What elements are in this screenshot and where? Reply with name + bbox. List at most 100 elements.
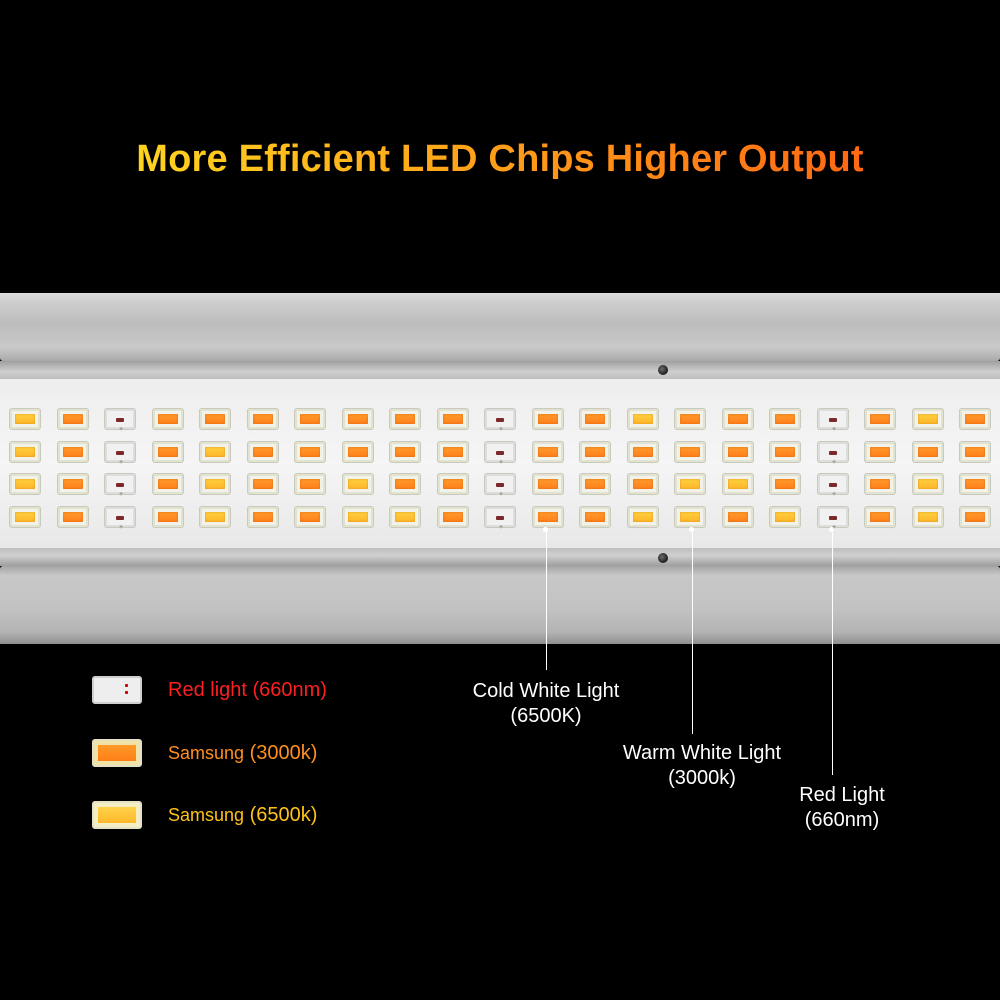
samsung-3000k-chip: [58, 507, 88, 527]
red-660nm-chip: [105, 474, 135, 498]
samsung-3000k-chip: [580, 474, 610, 494]
legend-3000k-brand: Samsung: [168, 743, 245, 763]
callout-cold-white: Cold White Light (6500K): [446, 679, 646, 729]
samsung-3000k-chip: [960, 507, 990, 527]
samsung-3000k-chip: [865, 442, 895, 462]
samsung-3000k-chip: [58, 474, 88, 494]
samsung-3000k-chip: [580, 507, 610, 527]
light-bar-top-housing: [0, 293, 1000, 361]
callout-cold-title: Cold White Light: [472, 680, 620, 702]
legend-6500k-spec: (6500k): [249, 804, 318, 826]
samsung-3000k-chip: [865, 474, 895, 494]
callout-warm-white: Warm White Light (3000k): [592, 741, 812, 791]
samsung-3000k-chip: [723, 507, 753, 527]
samsung-3000k-chip: [390, 474, 420, 494]
legend-6500k-brand: Samsung: [168, 805, 245, 825]
red-660nm-chip: [485, 442, 515, 466]
samsung-3000k-chip: [248, 507, 278, 527]
callout-cold-spec: (6500K): [510, 705, 582, 727]
red-chip-swatch: [92, 676, 142, 704]
legend-3000k-label: Samsung (3000k): [168, 739, 317, 767]
samsung-3000k-chip: [295, 507, 325, 527]
samsung-3000k-chip-swatch: [92, 739, 142, 767]
samsung-6500k-chip: [770, 507, 800, 527]
samsung-3000k-chip: [533, 507, 563, 527]
light-bar-bottom-lip: [0, 548, 1000, 566]
samsung-3000k-chip: [865, 409, 895, 429]
callout-red-title: Red Light: [799, 784, 885, 806]
samsung-3000k-chip: [628, 442, 658, 462]
samsung-3000k-chip: [295, 474, 325, 494]
samsung-6500k-chip: [628, 409, 658, 429]
samsung-3000k-chip: [153, 409, 183, 429]
legend-3000k-spec: (3000k): [249, 742, 318, 764]
legend-red-label: Red light (660nm): [168, 679, 327, 701]
samsung-3000k-chip: [248, 474, 278, 494]
samsung-3000k-chip: [295, 409, 325, 429]
legend-6500k-label: Samsung (6500k): [168, 801, 317, 829]
callout-red-spec: (660nm): [804, 809, 880, 831]
samsung-6500k-chip: [200, 507, 230, 527]
headline-part-1: More Efficient LED: [136, 138, 478, 180]
red-660nm-chip: [818, 507, 848, 531]
samsung-6500k-chip: [675, 474, 705, 494]
samsung-6500k-chip: [913, 474, 943, 494]
samsung-3000k-chip: [770, 442, 800, 462]
samsung-3000k-chip: [533, 442, 563, 462]
samsung-3000k-chip: [960, 442, 990, 462]
callout-line-red: [832, 532, 833, 775]
samsung-3000k-chip: [580, 409, 610, 429]
red-660nm-chip: [818, 442, 848, 466]
samsung-3000k-chip: [438, 474, 468, 494]
samsung-3000k-chip: [913, 442, 943, 462]
samsung-6500k-chip: [343, 507, 373, 527]
samsung-6500k-chip: [390, 507, 420, 527]
samsung-3000k-chip: [200, 409, 230, 429]
samsung-3000k-chip: [390, 409, 420, 429]
samsung-3000k-chip: [295, 442, 325, 462]
samsung-3000k-chip: [58, 409, 88, 429]
samsung-3000k-chip: [153, 442, 183, 462]
samsung-3000k-chip: [960, 474, 990, 494]
samsung-6500k-chip: [200, 474, 230, 494]
light-bar-top-lip: [0, 361, 1000, 379]
samsung-3000k-chip: [248, 409, 278, 429]
samsung-6500k-chip: [200, 442, 230, 462]
samsung-3000k-chip: [628, 474, 658, 494]
samsung-3000k-chip: [153, 507, 183, 527]
samsung-3000k-chip: [438, 442, 468, 462]
callout-warm-spec: (3000k): [668, 767, 736, 789]
samsung-6500k-chip: [913, 507, 943, 527]
samsung-3000k-chip: [390, 442, 420, 462]
screw-top: [658, 365, 668, 375]
headline-part-2: Chips Higher Output: [488, 138, 864, 180]
samsung-3000k-chip: [770, 474, 800, 494]
samsung-3000k-chip: [533, 409, 563, 429]
samsung-3000k-chip: [58, 442, 88, 462]
callout-line-warm: [692, 532, 693, 734]
samsung-6500k-chip: [10, 442, 40, 462]
samsung-6500k-chip: [10, 409, 40, 429]
samsung-3000k-chip: [438, 507, 468, 527]
samsung-6500k-chip: [675, 507, 705, 527]
samsung-6500k-chip: [723, 474, 753, 494]
red-660nm-chip: [105, 442, 135, 466]
samsung-6500k-chip: [10, 474, 40, 494]
red-660nm-chip: [105, 507, 135, 531]
callout-dot-warm: [689, 527, 694, 532]
samsung-6500k-chip: [10, 507, 40, 527]
red-660nm-chip: [818, 409, 848, 433]
headline: More Efficient LED Chips Higher Output: [0, 136, 1000, 182]
samsung-3000k-chip: [343, 409, 373, 429]
samsung-6500k-chip: [343, 474, 373, 494]
red-660nm-chip: [105, 409, 135, 433]
light-bar-bottom-housing: [0, 566, 1000, 644]
samsung-3000k-chip: [438, 409, 468, 429]
red-660nm-chip: [485, 507, 515, 531]
callout-dot-cold: [543, 527, 548, 532]
samsung-3000k-chip: [723, 409, 753, 429]
samsung-6500k-chip: [628, 507, 658, 527]
samsung-3000k-chip: [533, 474, 563, 494]
samsung-3000k-chip: [723, 442, 753, 462]
